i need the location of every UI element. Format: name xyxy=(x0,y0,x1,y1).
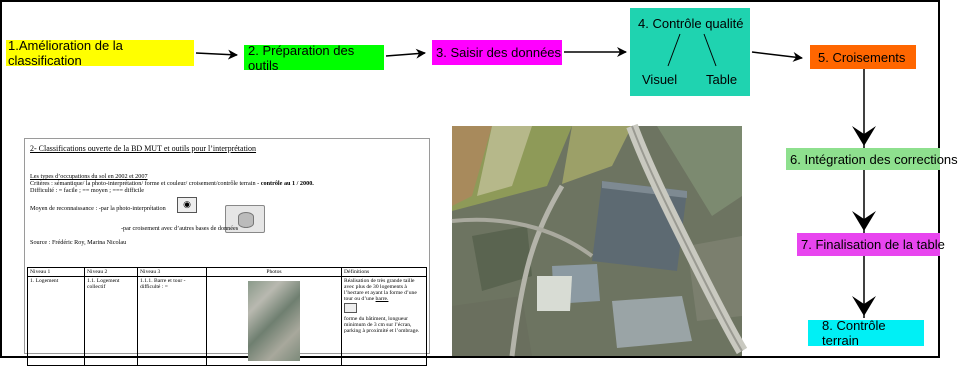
col-niveau1: Niveau 1 xyxy=(27,267,85,277)
step-4-title: 4. Contrôle qualité xyxy=(638,16,744,31)
step-2-label: 2. Préparation des outils xyxy=(248,42,355,73)
step-1-label: 1.Amélioration de la classification xyxy=(8,38,123,68)
step-3-label: 3. Saisir des données xyxy=(436,45,562,60)
step-7-box: 7. Finalisation de la table xyxy=(797,233,945,256)
aerial-photo xyxy=(451,123,748,357)
table-row: 1. Logement 1.1. Logement collectif 1.1.… xyxy=(27,276,427,366)
cell-definition: Réalisation de très grande taille avec p… xyxy=(341,276,427,366)
def-text: Réalisation de très grande taille avec p… xyxy=(344,278,417,302)
eye-icon-small xyxy=(344,303,357,313)
classification-table: Niveau 1 Niveau 2 Niveau 3 Photos Défini… xyxy=(27,267,427,366)
aerial-thumbnail xyxy=(248,281,300,361)
arrow-4-5 xyxy=(751,51,803,62)
flow-arrows xyxy=(195,47,876,318)
doc-criteria-bold: contrôle au 1 / 2000. xyxy=(260,180,314,187)
step-8-label: 8. Contrôle terrain xyxy=(822,318,886,348)
col-photos: Photos xyxy=(206,267,342,277)
step-4-branches xyxy=(667,33,717,67)
cell-photo xyxy=(206,276,342,366)
doc-section: Les types d’occupations du sol en 2002 e… xyxy=(30,173,148,180)
arrow-6-7-head xyxy=(852,211,876,231)
step-5-label: 5. Croisements xyxy=(818,49,906,65)
step-1-box: 1.Amélioration de la classification xyxy=(6,38,194,68)
aerial-photo-drawing xyxy=(451,123,748,357)
cell-niveau2: 1.1. Logement collectif xyxy=(84,276,138,366)
step-7-label: 7. Finalisation de la table xyxy=(801,237,945,252)
def-underlined: barre. xyxy=(375,296,389,302)
arrow-2-3 xyxy=(385,48,426,59)
figure-frame xyxy=(0,0,940,358)
doc-difficulty: Difficulté : = facile ; == moyen ; === d… xyxy=(30,187,145,194)
database-icon xyxy=(225,205,265,233)
step-4-visuel: Visuel xyxy=(642,72,678,87)
table-header-row: Niveau 1 Niveau 2 Niveau 3 Photos Défini… xyxy=(27,267,427,277)
doc-title: 2- Classifications ouverte de la BD MUT … xyxy=(30,144,257,153)
step-6-label: 6. Intégration des corrections xyxy=(790,151,958,167)
doc-criteria-text: Critères : sémantique/ la photo-interpré… xyxy=(30,180,261,187)
cell-niveau3: 1.1.1. Barre et tour -difficulté : = xyxy=(137,276,207,366)
col-definitions: Définitions xyxy=(341,267,427,277)
document-excerpt: 2- Classifications ouverte de la BD MUT … xyxy=(24,138,430,366)
col-niveau3: Niveau 3 xyxy=(137,267,207,277)
def-text-2: forme du bâtiment, longueur minimum de 3… xyxy=(344,316,420,334)
step-2-box: 2. Préparation des outils xyxy=(244,42,384,73)
doc-cross: -par croisement avec d’autres bases de d… xyxy=(121,225,239,232)
doc-source: Source : Frédéric Roy, Marina Nicolau xyxy=(30,239,127,246)
step-4-table: Table xyxy=(706,72,738,87)
step-6-box: 6. Intégration des corrections xyxy=(786,148,958,170)
doc-means: Moyen de reconnaissance : -par la photo-… xyxy=(30,205,166,212)
step-3-box: 3. Saisir des données xyxy=(432,40,562,65)
doc-criteria: Critères : sémantique/ la photo-interpré… xyxy=(30,180,314,187)
cell-niveau1: 1. Logement xyxy=(27,276,85,366)
arrow-7-8-head xyxy=(852,296,876,316)
arrow-5-6-head xyxy=(852,126,876,146)
step-8-box: 8. Contrôle terrain xyxy=(808,318,924,348)
eye-icon: ◉ xyxy=(177,197,197,213)
step-4-box: 4. Contrôle qualité Visuel Table xyxy=(630,8,750,96)
col-niveau2: Niveau 2 xyxy=(84,267,138,277)
step-5-box: 5. Croisements xyxy=(810,45,916,69)
arrow-1-2 xyxy=(195,49,238,60)
